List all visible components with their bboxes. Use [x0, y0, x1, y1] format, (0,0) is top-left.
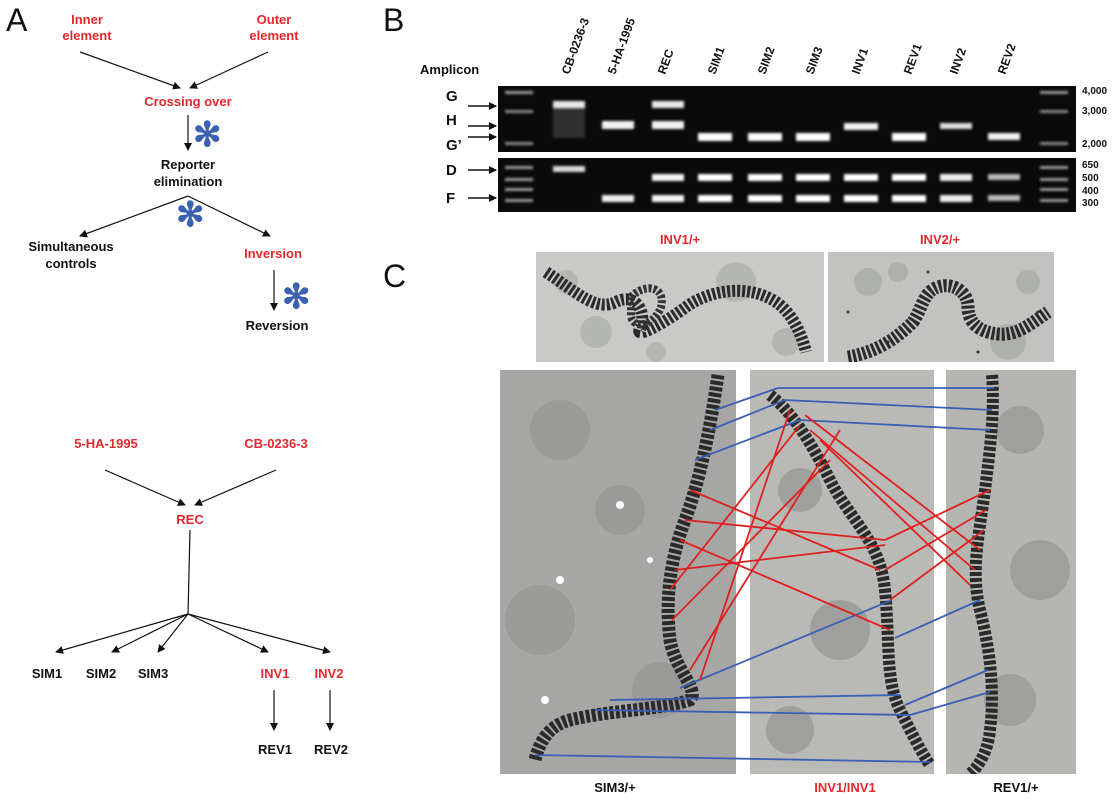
panel-c-letter: C	[383, 258, 407, 294]
parent-cb02363-label: CB-0236-3	[244, 436, 308, 451]
sim2-label: SIM2	[85, 666, 117, 681]
outer-element-label: Outer element	[249, 12, 299, 43]
arrow-reporter-to-sim	[79, 195, 189, 238]
band-label-g: G	[446, 88, 458, 105]
size-label: 650	[1082, 160, 1099, 171]
rev2-label: REV2	[314, 742, 348, 757]
lane-label: SIM2	[754, 44, 778, 76]
gel-lower	[498, 158, 1076, 212]
inv2-het-label: INV2/+	[919, 232, 961, 247]
lane-label: INV1	[848, 46, 872, 76]
size-label: 4,000	[1082, 86, 1108, 97]
crossing-over-label: Crossing over	[144, 94, 232, 109]
size-label: 2,000	[1082, 139, 1108, 150]
lane-label: REV2	[994, 41, 1019, 76]
band-label-g-prime: G’	[446, 137, 462, 154]
sim3-label: SIM3	[137, 666, 169, 681]
asterisk-icon: ✻	[193, 116, 222, 154]
lane-label: SIM3	[802, 44, 826, 76]
arrow-inner-to-crossing	[79, 51, 181, 90]
reporter-elimination-label: Reporter elimination	[153, 157, 223, 189]
size-label: 500	[1082, 173, 1099, 184]
lane-label: SIM1	[704, 44, 728, 76]
asterisk-icon: ✻	[282, 278, 311, 316]
simultaneous-controls-label: Simultaneous controls	[28, 239, 114, 271]
gel-image	[468, 86, 1076, 212]
band-label-f: F	[446, 190, 456, 207]
rec-stem-line	[187, 529, 191, 615]
reversion-label: Reversion	[245, 318, 309, 333]
sim1-label: SIM1	[31, 666, 63, 681]
arrow-to-inv1	[187, 613, 269, 653]
arrow-to-sim1	[55, 613, 189, 654]
panel-b-letter: B	[383, 2, 405, 38]
asterisk-icon: ✻	[176, 196, 205, 234]
arrow-to-sim2	[111, 613, 189, 653]
arrow-parent2-to-rec	[194, 469, 277, 506]
arrow-parent1-to-rec	[104, 469, 186, 506]
inversion-label: Inversion	[244, 246, 302, 261]
panel-a-arrows	[55, 51, 334, 731]
micrograph-inv2-het	[828, 252, 1054, 362]
inv1-het-label: INV1/+	[659, 232, 701, 247]
rec-label: REC	[176, 512, 204, 527]
lane-label: INV2	[946, 46, 970, 76]
lane-label: CB-0236-3	[558, 16, 593, 76]
lane-label: REV1	[900, 41, 925, 76]
lane-label: REC	[654, 47, 677, 76]
lane-label: 5-HA-1995	[604, 16, 639, 76]
gel-upper	[498, 86, 1076, 152]
size-label: 3,000	[1082, 106, 1108, 117]
arrow-to-sim3	[157, 613, 189, 653]
amplicon-label: Amplicon	[420, 62, 480, 77]
arrow-reporter-to-inversion	[187, 195, 271, 237]
inv1-homo-label: INV1/INV1	[814, 780, 876, 795]
micrograph-inv1-het	[536, 252, 824, 362]
inner-element-label: Inner element	[62, 12, 112, 43]
panel-a-letter: A	[6, 2, 28, 38]
band-label-d: D	[446, 162, 457, 179]
parent-5ha1995-label: 5-HA-1995	[74, 436, 138, 451]
micrograph-composite	[500, 370, 1076, 774]
size-label: 300	[1082, 198, 1099, 209]
size-label: 400	[1082, 186, 1099, 197]
sim3-het-label: SIM3/+	[594, 780, 636, 795]
arrow-to-inv2	[187, 613, 331, 655]
band-label-h: H	[446, 112, 457, 129]
inv1-label: INV1	[260, 666, 290, 681]
rev1-label: REV1	[258, 742, 292, 757]
arrow-outer-to-crossing	[189, 51, 269, 89]
rev1-het-label: REV1/+	[993, 780, 1039, 795]
inv2-label: INV2	[314, 666, 344, 681]
